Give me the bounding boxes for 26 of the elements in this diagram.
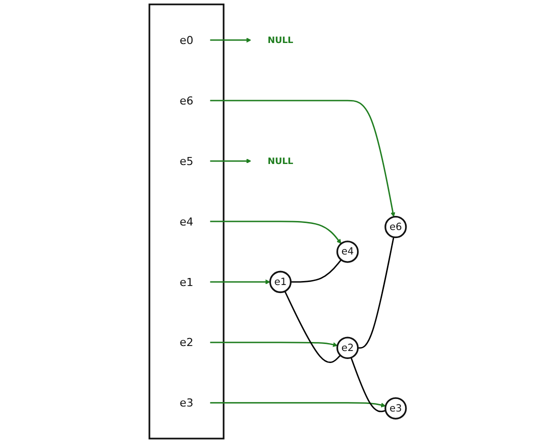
connector bbox=[358, 236, 394, 349]
arrow bbox=[210, 342, 338, 347]
arrow bbox=[210, 280, 270, 284]
connector bbox=[350, 357, 386, 412]
node-circle: e4 bbox=[336, 240, 358, 263]
node-text: e4 bbox=[179, 214, 194, 228]
node-text: e0 bbox=[179, 34, 194, 47]
arrow bbox=[210, 402, 386, 408]
node-text: e5 bbox=[179, 154, 194, 168]
node-circle: e2 bbox=[336, 336, 358, 360]
node-circle: e1 bbox=[269, 270, 292, 294]
node-circle: e6 bbox=[384, 216, 407, 238]
node-text: e3 bbox=[179, 396, 194, 410]
arrow bbox=[210, 220, 342, 244]
node-text: e1 bbox=[179, 275, 194, 289]
node-text: e2 bbox=[179, 336, 194, 350]
arrow bbox=[210, 38, 252, 43]
node-text: NULL bbox=[267, 34, 294, 46]
cluster bbox=[148, 4, 224, 440]
arrow bbox=[210, 158, 252, 164]
node-text: NULL bbox=[267, 156, 294, 166]
arrow bbox=[210, 100, 396, 218]
connector bbox=[290, 259, 342, 283]
node-circle: e3 bbox=[384, 397, 407, 420]
node-text: e6 bbox=[179, 94, 194, 108]
connector bbox=[284, 290, 341, 364]
